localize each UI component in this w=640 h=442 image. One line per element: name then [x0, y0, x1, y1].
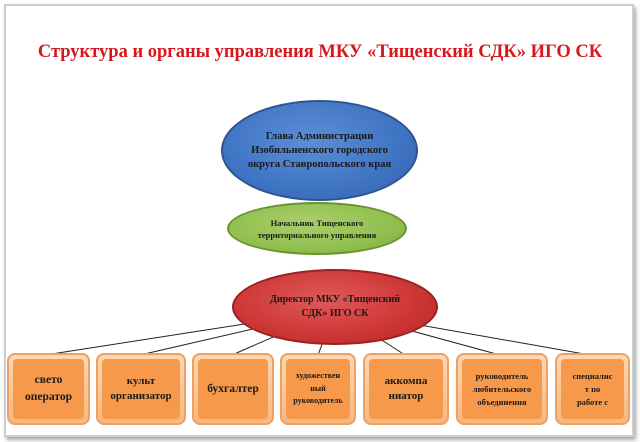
- node-territorial-chief: Начальник Тищенского территориального уп…: [227, 202, 407, 255]
- node-director: Директор МКУ «Тищенский СДК» ИГО СК: [232, 269, 438, 345]
- diagram-title: Структура и органы управления МКУ «Тищен…: [37, 42, 603, 62]
- node-head-of-administration: Глава Администрации Изобильненского горо…: [221, 100, 418, 201]
- staff-accountant-label: бухгалтер: [198, 359, 268, 419]
- staff-accountant: бухгалтер: [192, 353, 274, 425]
